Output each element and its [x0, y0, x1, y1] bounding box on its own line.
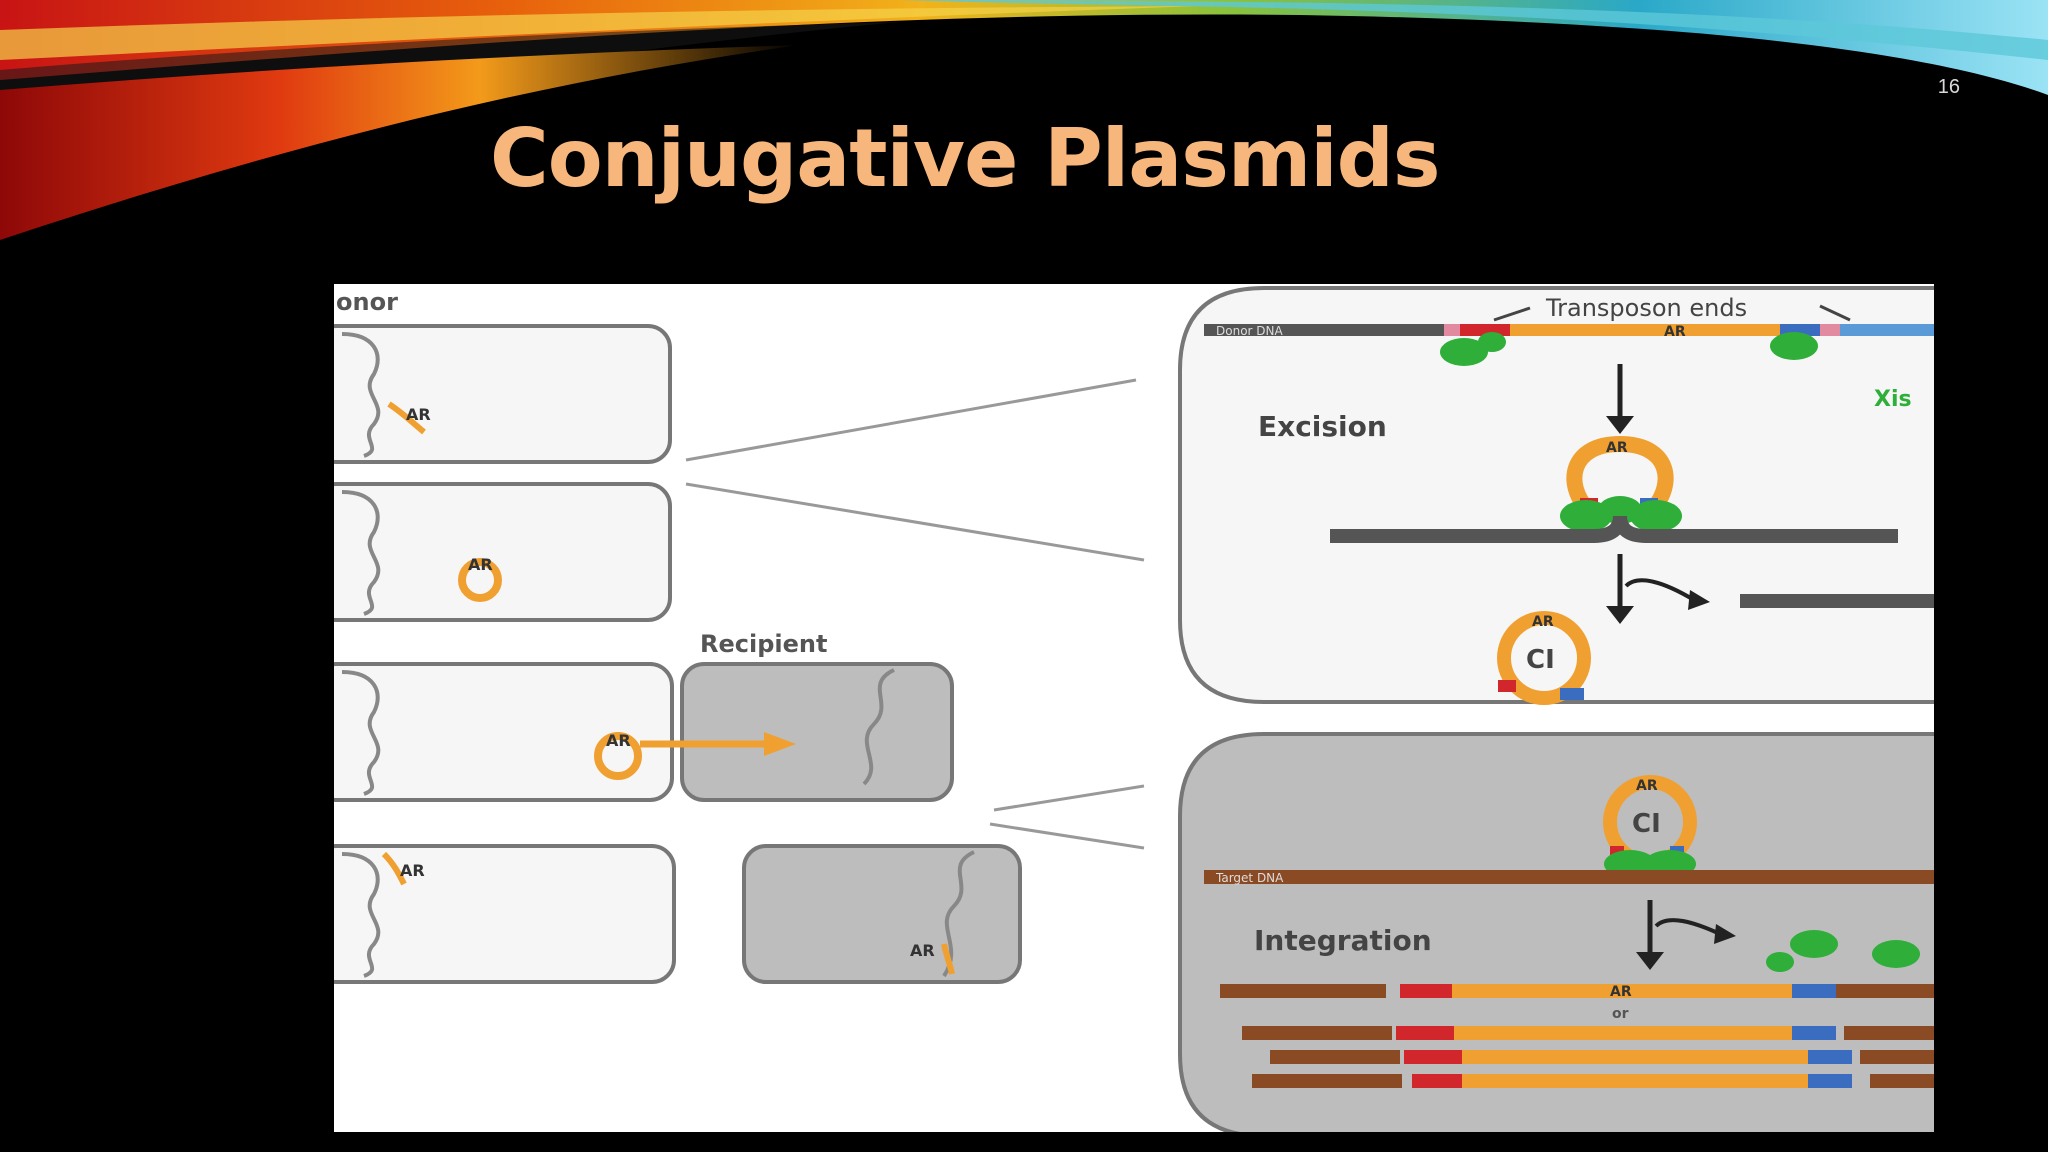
ar-label: AR: [1664, 324, 1686, 340]
transposon-diagram: onor AR AR Recipient AR AR AR: [334, 284, 1934, 1132]
mating-pair: AR: [334, 662, 954, 802]
ar-label: AR: [1606, 440, 1628, 456]
recipient-label: Recipient: [700, 630, 827, 658]
integration-label: Integration: [1254, 924, 1432, 957]
slide-number: 16: [1937, 76, 1960, 98]
decorative-swoosh-banner: [0, 0, 2048, 240]
slide-title: Conjugative Plasmids: [490, 112, 1440, 205]
target-dna-label: Target DNA: [1215, 871, 1284, 885]
ar-label: AR: [400, 861, 425, 880]
donor-cell-1: AR: [334, 324, 672, 464]
excision-panel: Donor DNA AR Transposon ends Xis Excisio…: [1178, 286, 1934, 705]
donor-cell-2: AR: [334, 482, 672, 622]
integration-panel: CI AR Target DNA Integration AR or: [1178, 732, 1934, 1132]
donor-dna-label: Donor DNA: [1216, 324, 1283, 338]
ar-label: AR: [606, 731, 631, 750]
ar-label: AR: [1636, 778, 1658, 794]
ci-label: CI: [1632, 809, 1661, 839]
or-label: or: [1612, 1006, 1629, 1022]
xis-label: Xis: [1874, 387, 1912, 412]
ar-label: AR: [406, 405, 431, 424]
ar-label: AR: [910, 941, 935, 960]
ar-label: AR: [1532, 614, 1554, 630]
ci-label: CI: [1526, 645, 1555, 675]
ar-label: AR: [468, 555, 493, 574]
post-transfer-cells: AR AR: [334, 844, 1022, 984]
ar-label: AR: [1610, 984, 1632, 1000]
excision-label: Excision: [1258, 410, 1387, 443]
transposon-ends-label: Transposon ends: [1545, 294, 1747, 322]
donor-label: onor: [336, 288, 398, 316]
